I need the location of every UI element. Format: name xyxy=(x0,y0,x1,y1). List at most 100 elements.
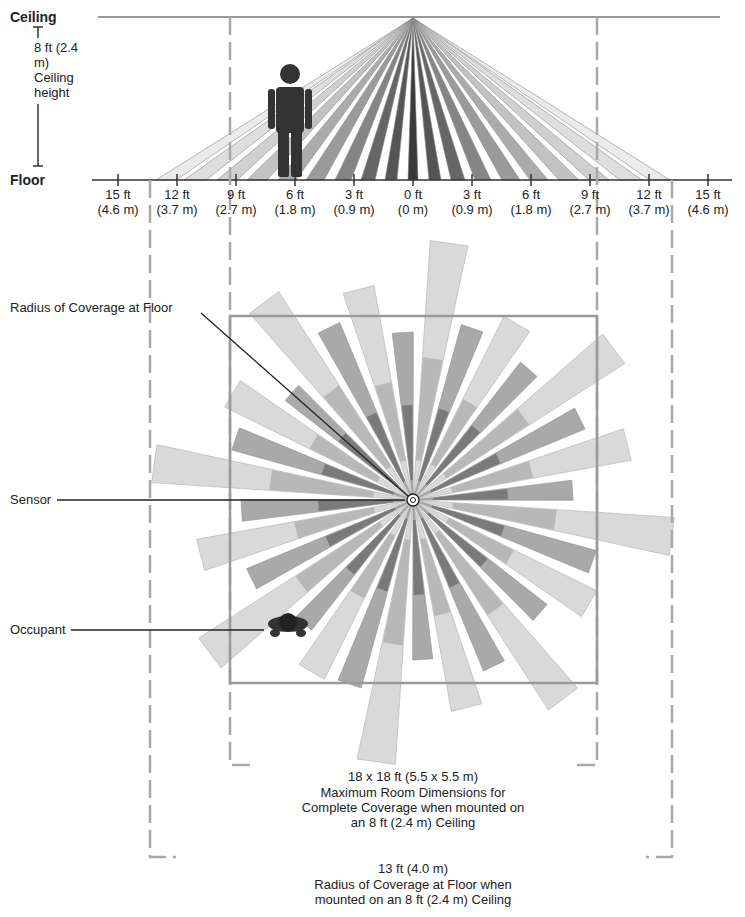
dimension-note: Radius of Coverage at Floor when mounted… xyxy=(297,877,529,907)
tick-label: (4.6 m) xyxy=(97,202,138,217)
detection-ray xyxy=(402,405,413,480)
detection-ray xyxy=(241,500,413,522)
detection-ray xyxy=(413,500,504,671)
detection-ray xyxy=(413,500,578,710)
detection-ray xyxy=(322,464,395,495)
detection-beam xyxy=(413,18,520,180)
tick-label: 9 ft xyxy=(227,187,245,202)
detection-beam xyxy=(335,18,413,180)
floor-ticks xyxy=(118,174,708,186)
detection-ray xyxy=(318,500,393,511)
dimension-brackets xyxy=(150,17,672,857)
tick-mark xyxy=(412,174,414,186)
detection-beam xyxy=(413,18,491,180)
tick-label: 15 ft xyxy=(695,187,720,202)
detection-beam xyxy=(184,18,413,180)
tick-mark xyxy=(117,174,119,186)
dimension-heading: 18 x 18 ft (5.5 x 5.5 m) xyxy=(348,769,478,784)
tick-label: 3 ft xyxy=(463,187,481,202)
detection-beam xyxy=(413,18,548,180)
person-figure xyxy=(268,64,312,177)
tick-label: 6 ft xyxy=(522,187,540,202)
tick-mark xyxy=(707,174,709,186)
detection-ray xyxy=(250,292,413,501)
floor-line xyxy=(92,179,732,181)
detection-beam xyxy=(408,18,418,180)
detection-ray xyxy=(425,425,479,485)
tick-label: (4.6 m) xyxy=(687,202,728,217)
detection-beam xyxy=(413,18,579,180)
tick-label: (0.9 m) xyxy=(451,202,492,217)
tick-label: 12 ft xyxy=(636,187,661,202)
detection-beam xyxy=(413,18,609,180)
tick-label: (2.7 m) xyxy=(215,202,256,217)
dimension-note: Maximum Room Dimensions for Complete Cov… xyxy=(297,785,529,830)
detection-ray xyxy=(225,381,413,501)
tick-label: (0 m) xyxy=(398,202,428,217)
tick-mark xyxy=(353,174,355,186)
detection-ray xyxy=(413,500,547,620)
detection-ray xyxy=(413,334,625,500)
leader-line xyxy=(57,499,405,500)
sensor-symbol xyxy=(407,494,419,506)
tick-mark xyxy=(176,174,178,186)
tick-mark xyxy=(589,174,591,186)
detection-beam xyxy=(413,18,670,180)
detection-beam xyxy=(247,18,413,180)
height-dimension: 8 ft (2.4 m) Ceiling height xyxy=(34,40,86,100)
top-rays xyxy=(152,241,675,765)
tick-label: 6 ft xyxy=(286,187,304,202)
detection-ray xyxy=(418,409,449,482)
detection-beam xyxy=(217,18,413,180)
detection-ray xyxy=(421,518,460,588)
tick-mark xyxy=(530,174,532,186)
tick-label: (1.8 m) xyxy=(274,202,315,217)
side-beams xyxy=(156,18,670,180)
ceiling-line xyxy=(98,16,720,17)
tick-label: 9 ft xyxy=(581,187,599,202)
detection-beam xyxy=(361,18,413,180)
callout-label: Occupant xyxy=(10,622,66,637)
axis-title: Floor xyxy=(10,173,45,188)
tick-label: (3.7 m) xyxy=(628,202,669,217)
tick-mark xyxy=(648,174,650,186)
tick-label: 15 ft xyxy=(105,187,130,202)
detection-ray xyxy=(432,505,505,536)
callout-label: Radius of Coverage at Floor xyxy=(10,300,173,315)
height-bar xyxy=(37,104,39,166)
detection-ray xyxy=(413,362,537,500)
occupant-figure xyxy=(268,613,308,637)
detection-ray xyxy=(367,412,406,482)
leader-line xyxy=(71,629,264,630)
detection-ray xyxy=(296,500,413,630)
tick-label: (3.7 m) xyxy=(156,202,197,217)
axis-title: Ceiling xyxy=(10,10,57,25)
tick-label: (1.8 m) xyxy=(510,202,551,217)
tick-label: (2.7 m) xyxy=(569,202,610,217)
tick-label: 12 ft xyxy=(164,187,189,202)
tick-label: 0 ft xyxy=(404,187,422,202)
radius-line xyxy=(201,313,409,497)
tick-mark xyxy=(235,174,237,186)
detection-ray xyxy=(413,500,433,660)
tick-label: (0.9 m) xyxy=(333,202,374,217)
detection-ray xyxy=(433,489,508,500)
height-bar xyxy=(33,26,43,28)
height-bar xyxy=(33,165,43,167)
detection-ray xyxy=(431,454,501,493)
detection-ray xyxy=(392,332,413,500)
detection-beam xyxy=(413,18,642,180)
detection-ray xyxy=(377,519,408,592)
tick-label: 3 ft xyxy=(345,187,363,202)
height-bar xyxy=(37,27,39,38)
detection-ray xyxy=(325,508,395,547)
detection-beam xyxy=(413,18,465,180)
detection-beam xyxy=(306,18,413,180)
detection-ray xyxy=(413,500,597,617)
detection-ray xyxy=(413,480,573,500)
detection-ray xyxy=(427,512,487,566)
dimension-heading: 13 ft (4.0 m) xyxy=(378,861,448,876)
tick-mark xyxy=(471,174,473,186)
detection-ray xyxy=(346,514,400,574)
detection-ray xyxy=(318,323,413,501)
